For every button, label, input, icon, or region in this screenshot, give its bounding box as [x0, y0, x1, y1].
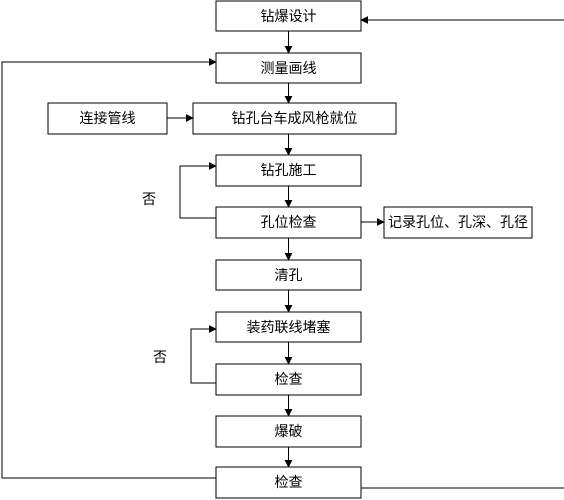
node-survey-label: 测量画线	[261, 61, 317, 77]
node-clean-label: 清孔	[275, 268, 303, 284]
node-drill: 钻孔施工	[215, 154, 362, 187]
node-drill-label: 钻孔施工	[261, 163, 317, 179]
node-check-final-label: 检查	[275, 475, 303, 491]
node-position: 钻孔台车成风枪就位	[192, 102, 397, 135]
node-blast: 爆破	[215, 415, 362, 448]
loop-final-survey	[1, 58, 217, 479]
node-charge: 装药联线堵塞	[215, 311, 362, 343]
loop-charge	[190, 325, 217, 384]
node-survey: 测量画线	[215, 52, 362, 84]
node-record: 记录孔位、孔深、孔径	[383, 206, 533, 239]
node-check-charge-label: 检查	[275, 372, 303, 388]
loop-drill-label: 否	[142, 192, 156, 208]
node-connect-label: 连接管线	[80, 110, 136, 127]
node-check-hole-label: 孔位检查	[261, 215, 317, 231]
node-check-final: 检查	[215, 466, 362, 499]
node-record-label: 记录孔位、孔深、孔径	[388, 215, 528, 231]
node-blast-label: 爆破	[275, 424, 303, 440]
node-check-hole: 孔位检查	[215, 206, 362, 239]
node-design: 钻爆设计	[215, 0, 362, 32]
node-charge-label: 装药联线堵塞	[247, 319, 331, 336]
loop-charge-label: 否	[153, 350, 167, 366]
node-check-charge: 检查	[215, 363, 362, 396]
node-connect: 连接管线	[47, 102, 168, 135]
node-position-label: 钻孔台车成风枪就位	[232, 110, 358, 127]
loop-drill	[179, 162, 217, 219]
node-clean: 清孔	[215, 259, 362, 291]
node-design-label: 钻爆设计	[261, 9, 317, 25]
